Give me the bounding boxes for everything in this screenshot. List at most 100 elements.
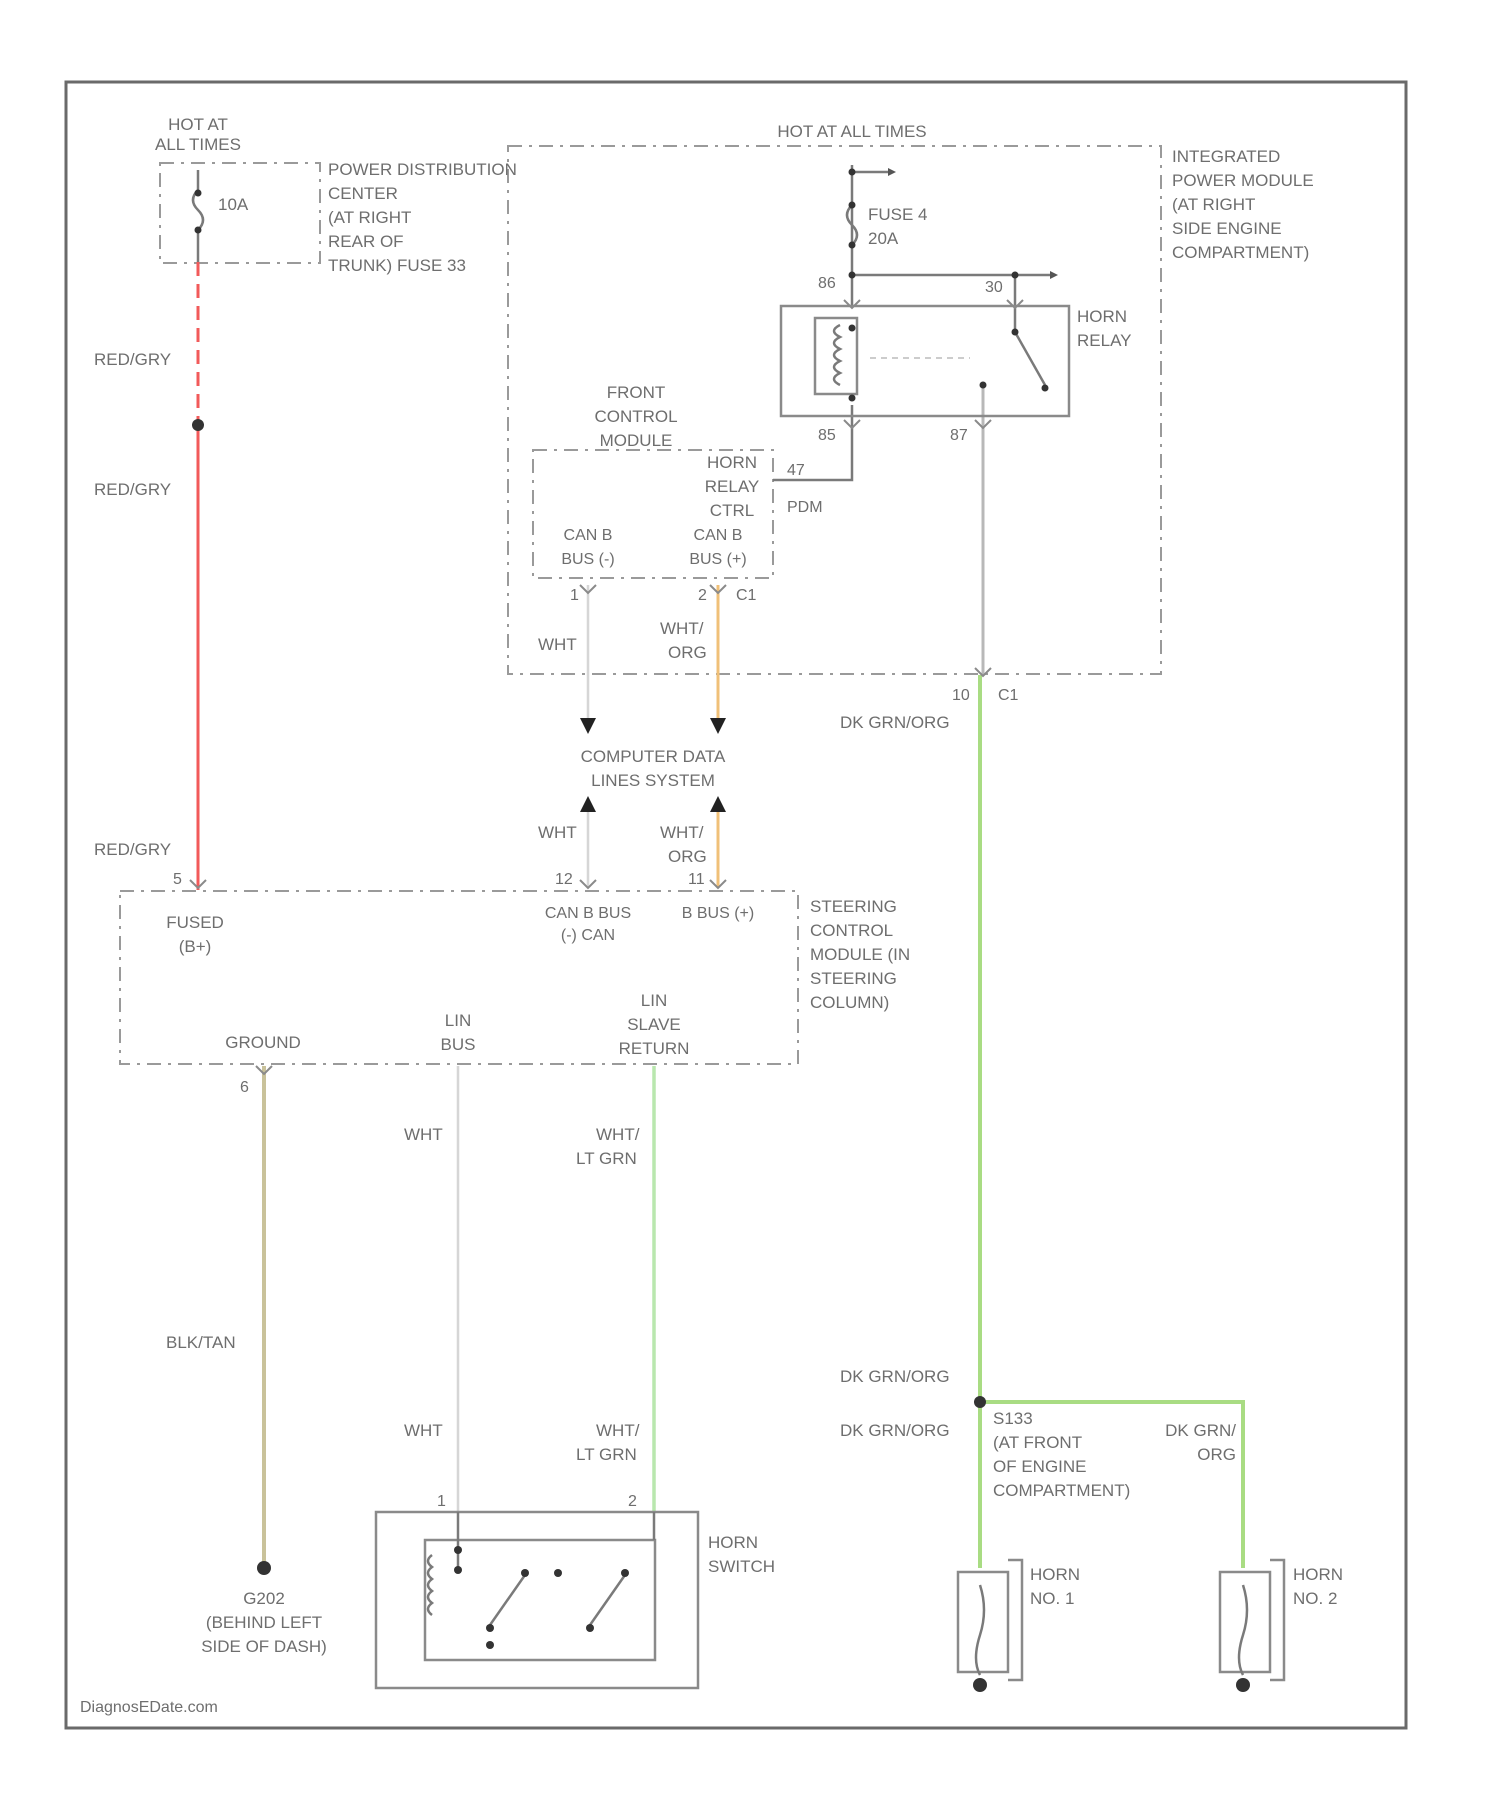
splice-s133-dot <box>974 1396 986 1408</box>
horn-relay-label-2: RELAY <box>1077 331 1132 350</box>
horn-switch-label-2: SWITCH <box>708 1557 775 1576</box>
wire-wht-lt-grn-label-2a: WHT/ <box>596 1421 640 1440</box>
arrow-up-icon <box>710 796 726 812</box>
fcm-can-minus-1: CAN B <box>564 527 613 544</box>
arrow-down-icon <box>710 718 726 734</box>
fcm-can-plus-2: BUS (+) <box>689 551 746 568</box>
scm-can-minus-1: CAN B BUS <box>545 905 631 922</box>
fcm-horn-ctrl-2: RELAY <box>705 477 760 496</box>
horn2-label-1: HORN <box>1293 1565 1343 1584</box>
wire-wht-lt-grn-label-2b: LT GRN <box>576 1445 637 1464</box>
footer-watermark: DiagnosEDate.com <box>80 1699 218 1716</box>
scm-lin-slave-3: RETURN <box>619 1039 690 1058</box>
fuse-10a-icon <box>193 170 203 262</box>
wire-wht-lt-grn-label-1b: LT GRN <box>576 1149 637 1168</box>
ipm-label-1: INTEGRATED <box>1172 147 1280 166</box>
scm-label-5: COLUMN) <box>810 993 889 1012</box>
fcm-pdm-label: PDM <box>787 499 823 516</box>
fcm-can-minus-2: BUS (-) <box>561 551 614 568</box>
fuse4-label-1: FUSE 4 <box>868 205 928 224</box>
fcm-horn-ctrl-3: CTRL <box>710 501 754 520</box>
pdc-label-4: REAR OF <box>328 232 404 251</box>
scm-pin-11: 11 <box>688 871 705 888</box>
ipm-label-5: COMPARTMENT) <box>1172 243 1309 262</box>
pdc-label-2: CENTER <box>328 184 398 203</box>
ground-g202-label-2: (BEHIND LEFT <box>206 1613 322 1632</box>
wire-wht-label-4: WHT <box>404 1421 443 1440</box>
arrow-up-icon <box>580 796 596 812</box>
wire-wht-lt-grn-label-1a: WHT/ <box>596 1125 640 1144</box>
horn1-label-2: NO. 1 <box>1030 1589 1074 1608</box>
pdc-label-5: TRUNK) FUSE 33 <box>328 256 466 275</box>
ipm-label-3: (AT RIGHT <box>1172 195 1255 214</box>
horn-relay-icon <box>781 306 1069 416</box>
scm-fused-2: (B+) <box>179 937 212 956</box>
ground-g202-label-3: SIDE OF DASH) <box>201 1637 327 1656</box>
fcm-label-2: CONTROL <box>594 407 677 426</box>
arrow-right-icon <box>888 168 896 176</box>
scm-lin-slave-2: SLAVE <box>627 1015 681 1034</box>
wire-wht-org-label-1a: WHT/ <box>660 619 704 638</box>
horn-switch-icon <box>376 1512 698 1688</box>
wire-red-gry-label-2: RED/GRY <box>94 480 171 499</box>
ipm-label-2: POWER MODULE <box>1172 171 1314 190</box>
cdl-label-2: LINES SYSTEM <box>591 771 715 790</box>
wire-dk-grn-org-right-2: ORG <box>1197 1445 1236 1464</box>
wire-red-gry-label-3: RED/GRY <box>94 840 171 859</box>
splice-s133-label-1: S133 <box>993 1409 1033 1428</box>
fcm-horn-ctrl-1: HORN <box>707 453 757 472</box>
scm-pin-12: 12 <box>555 871 573 888</box>
horn-relay-label-1: HORN <box>1077 307 1127 326</box>
arrow-down-icon <box>580 718 596 734</box>
fcm-pin-47: 47 <box>787 462 805 479</box>
scm-can-minus-2: (-) CAN <box>561 927 615 944</box>
horn-switch-pin-2: 2 <box>628 1493 637 1510</box>
splice-s133-label-4: COMPARTMENT) <box>993 1481 1130 1500</box>
horn1-label-1: HORN <box>1030 1565 1080 1584</box>
wire-dk-grn-org-label-2: DK GRN/ORG <box>840 1367 950 1386</box>
ground-g202-label-1: G202 <box>243 1589 285 1608</box>
hot-at-all-times-left-1: HOT AT <box>168 115 228 134</box>
scm-label-4: STEERING <box>810 969 897 988</box>
relay-pin-85: 85 <box>818 427 836 444</box>
wire-wht-label-2: WHT <box>538 823 577 842</box>
relay-pin-30: 30 <box>985 279 1003 296</box>
scm-pin-5: 5 <box>173 871 182 888</box>
scm-label-2: CONTROL <box>810 921 893 940</box>
wire-dk-grn-org-right-1: DK GRN/ <box>1165 1421 1236 1440</box>
wire-wht-label-1: WHT <box>538 635 577 654</box>
horn-switch-pin-1: 1 <box>437 1493 446 1510</box>
wire-wht-label-3: WHT <box>404 1125 443 1144</box>
scm-ground-label: GROUND <box>225 1033 301 1052</box>
scm-fused-1: FUSED <box>166 913 224 932</box>
scm-lin-bus-2: BUS <box>441 1035 476 1054</box>
pdc-label-1: POWER DISTRIBUTION <box>328 160 517 179</box>
fcm-label-3: MODULE <box>600 431 673 450</box>
relay-pin-86: 86 <box>818 275 836 292</box>
scm-lin-slave-1: LIN <box>641 991 667 1010</box>
wire-dk-grn-org-label-3: DK GRN/ORG <box>840 1421 950 1440</box>
horn2-label-2: NO. 2 <box>1293 1589 1337 1608</box>
wire-wht-org-label-1b: ORG <box>668 643 707 662</box>
scm-label-3: MODULE (IN <box>810 945 910 964</box>
scm-label-1: STEERING <box>810 897 897 916</box>
ipm-pin-10: 10 <box>952 687 970 704</box>
wire-blk-tan-label: BLK/TAN <box>166 1333 236 1352</box>
ipm-label-4: SIDE ENGINE <box>1172 219 1282 238</box>
fcm-pin-1: 1 <box>570 587 579 604</box>
wire-dk-grn-org-label-1: DK GRN/ORG <box>840 713 950 732</box>
arrow-right-icon <box>1050 271 1058 279</box>
splice-dot <box>192 419 204 431</box>
wire-red-gry-label-1: RED/GRY <box>94 350 171 369</box>
fcm-can-plus-1: CAN B <box>694 527 743 544</box>
fuse4-label-2: 20A <box>868 229 899 248</box>
ipm-conn-c1: C1 <box>998 687 1019 704</box>
fcm-label-1: FRONT <box>607 383 666 402</box>
horn-no1-icon <box>958 1560 1022 1692</box>
fcm-conn-c1: C1 <box>736 587 757 604</box>
horn-switch-label-1: HORN <box>708 1533 758 1552</box>
splice-s133-label-3: OF ENGINE <box>993 1457 1087 1476</box>
wire-wht-org-label-2b: ORG <box>668 847 707 866</box>
ground-g202-icon <box>257 1561 271 1575</box>
